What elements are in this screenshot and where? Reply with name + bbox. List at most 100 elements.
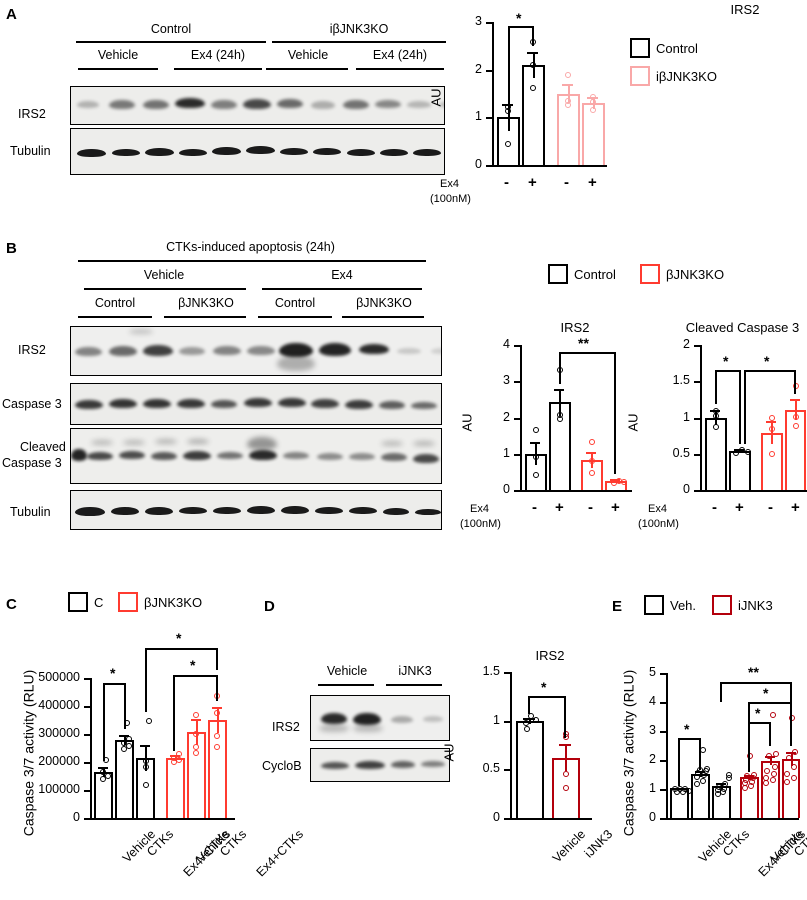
panelB-c2-sig1-left bbox=[715, 370, 717, 404]
panelD-axis-label: AU bbox=[441, 743, 457, 762]
panelE-ylab-5: 5 bbox=[649, 665, 656, 679]
panelB-c1-point bbox=[533, 471, 539, 478]
panelD-sig-star: * bbox=[541, 679, 547, 695]
panelA-legend-ijnk3ko: iβJNK3KO bbox=[630, 66, 717, 86]
panelD-point bbox=[563, 771, 569, 778]
panelA-group-ijnk3ko: iβJNK3KO bbox=[329, 22, 389, 36]
panelB-c2-point bbox=[713, 407, 719, 414]
panelE-ylab-3: 3 bbox=[649, 723, 656, 737]
panelD-x-axis bbox=[510, 818, 592, 820]
panelE-sig3-left bbox=[748, 702, 750, 722]
panelA-sub-vehicle-2: Vehicle bbox=[287, 48, 329, 62]
panelA-ylabel-1: 1 bbox=[475, 109, 482, 123]
panelD-chart-title: IRS2 bbox=[535, 648, 565, 663]
panelC-sig2-right bbox=[216, 675, 218, 701]
panelB-c2-ylab-4: 2 bbox=[683, 337, 690, 351]
panelA-point bbox=[565, 97, 571, 104]
panelE-sig4-right bbox=[790, 682, 792, 702]
panelB-c1-ylab-0: 0 bbox=[503, 482, 510, 496]
panelC-errcap-6 bbox=[212, 706, 222, 709]
panelA-axis-label-au: AU bbox=[428, 88, 444, 107]
panelE-ylab-1: 1 bbox=[649, 781, 656, 795]
panelB-c2-errcap-3 bbox=[766, 421, 776, 424]
panelE-point bbox=[704, 765, 710, 772]
panel-letter-c: C bbox=[6, 596, 17, 613]
panelE-point bbox=[686, 787, 692, 794]
panelD-errcap-2 bbox=[559, 744, 571, 747]
panelA-sub-line-1 bbox=[78, 68, 158, 70]
panelC-errcap-2 bbox=[119, 734, 129, 737]
panelB-row-label-cleaved-casp3: Caspase 3 bbox=[2, 456, 62, 470]
panelB-sub-line-1 bbox=[78, 316, 152, 318]
panelD-errcap-1 bbox=[523, 717, 535, 720]
panelB-group-line-2 bbox=[262, 288, 422, 290]
panelC-ylab-0: 0 bbox=[73, 810, 80, 824]
panelB-c2-tick-2 bbox=[694, 417, 700, 420]
panelC-errcap-5 bbox=[191, 718, 201, 721]
panelA-ytick-1 bbox=[486, 117, 492, 120]
panelB-c2-point bbox=[793, 413, 799, 420]
panelE-ylab-4: 4 bbox=[649, 694, 656, 708]
panelA-err-3 bbox=[567, 84, 570, 103]
panelA-sub-line-4 bbox=[356, 68, 444, 70]
panelC-point bbox=[193, 749, 199, 756]
panelD-line-1 bbox=[318, 684, 374, 686]
panelE-err-5 bbox=[769, 755, 772, 766]
legend-label-control-b: Control bbox=[574, 266, 616, 282]
panelB-c1-ylab-1: 1 bbox=[503, 446, 510, 460]
panelB-sub-line-3 bbox=[258, 316, 332, 318]
panelD-tick-10 bbox=[504, 720, 510, 723]
panelC-ylab-400k: 400000 bbox=[38, 698, 80, 712]
panelC-sig2-left bbox=[173, 675, 175, 751]
panelB-row-label-caspase3: Caspase 3 bbox=[2, 397, 62, 411]
legend-label-veh: Veh. bbox=[670, 597, 697, 613]
panelC-ylab-500k: 500000 bbox=[38, 670, 80, 684]
panelB-row-label-cleaved: Cleaved bbox=[20, 440, 66, 454]
panelB-row-label-tubulin: Tubulin bbox=[10, 505, 51, 519]
panelC-point bbox=[176, 751, 182, 758]
panelB-sub-line-2 bbox=[164, 316, 246, 318]
panelC-sig3-right bbox=[216, 648, 218, 670]
panelB-c1-sig-top bbox=[559, 352, 616, 354]
panelA-y-axis bbox=[492, 22, 494, 167]
panelC-tick-300k bbox=[84, 734, 90, 736]
panelB-c1-err-2 bbox=[559, 388, 561, 417]
panelB-c1-tick-0 bbox=[514, 490, 520, 492]
panelB-sub-control-1: Control bbox=[94, 296, 136, 310]
panelA-ytick-2 bbox=[486, 69, 492, 72]
panelA-err-1 bbox=[507, 103, 510, 131]
panelB-blot-caspase3 bbox=[70, 383, 442, 425]
panelE-sig3-top bbox=[748, 702, 792, 704]
panelB-chart1-x-axis bbox=[520, 490, 632, 492]
panelB-c1-tick-1 bbox=[514, 453, 520, 456]
panelB-c2-point bbox=[713, 423, 719, 430]
panelB-c2-xcat-2: + bbox=[735, 499, 744, 516]
panelB-c2-tick-4 bbox=[694, 345, 700, 347]
panelB-c2-xlabel-ex4: Ex4 bbox=[648, 503, 667, 515]
panelE-point bbox=[700, 777, 706, 784]
panelE-point bbox=[791, 775, 797, 782]
panelC-x-axis bbox=[90, 818, 235, 820]
panelB-c1-errcap-1 bbox=[530, 442, 540, 445]
panelA-legend-control: Control bbox=[630, 38, 698, 58]
panelB-c2-sig1-top bbox=[715, 370, 741, 372]
panelA-xcat-2: + bbox=[528, 174, 537, 191]
panelB-chart2-x-axis bbox=[700, 490, 807, 492]
panelE-point bbox=[789, 715, 795, 722]
panelE-point bbox=[770, 711, 776, 718]
panelB-c2-bar-4 bbox=[785, 409, 806, 490]
legend-swatch-control-b bbox=[548, 264, 568, 284]
panelB-legend-bjnk3ko: βJNK3KO bbox=[640, 264, 724, 284]
panelA-sub-line-2 bbox=[174, 68, 262, 70]
panelB-c2-sig1-right bbox=[739, 370, 741, 444]
panelD-ylab-00: 0 bbox=[493, 810, 500, 824]
panelA-sig-star: * bbox=[516, 10, 522, 26]
panelE-tick-1 bbox=[660, 789, 666, 791]
panelB-c1-point bbox=[533, 454, 539, 461]
panelC-tick-200k bbox=[84, 762, 90, 764]
panelC-errcap-1 bbox=[98, 767, 108, 770]
panelD-ylab-10: 1 bbox=[493, 713, 500, 727]
panelE-point bbox=[763, 774, 769, 781]
legend-swatch-bjnk3ko-c bbox=[118, 592, 138, 612]
